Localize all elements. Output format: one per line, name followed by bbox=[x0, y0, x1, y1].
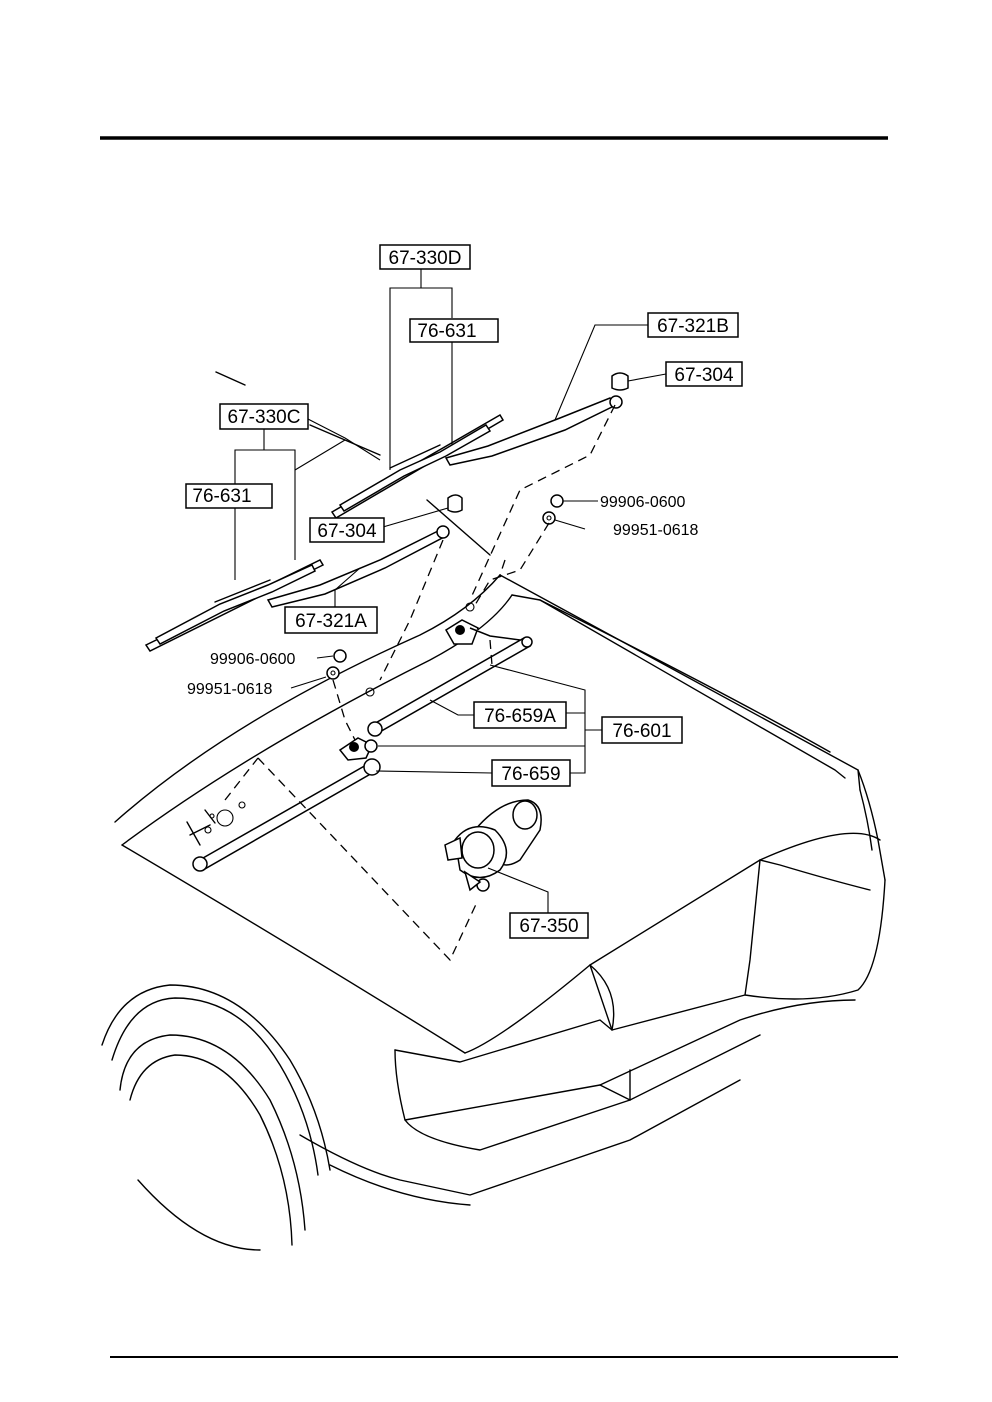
part-number: 67-321B bbox=[657, 316, 729, 337]
part-number: 67-304 bbox=[674, 365, 734, 386]
label-67-304-driver: 67-304 bbox=[309, 517, 385, 543]
label-99906-0600-pass: 99906-0600 bbox=[600, 494, 686, 511]
label-76-601: 76-601 bbox=[601, 716, 683, 744]
part-number: 67-330D bbox=[389, 248, 462, 269]
label-99906-0600-driver: 99906-0600 bbox=[210, 651, 296, 668]
leader-decor-2 bbox=[426, 499, 491, 556]
hardware-nuts bbox=[326, 494, 564, 680]
car-body bbox=[101, 574, 886, 1251]
wiper-blade-driver bbox=[144, 559, 325, 652]
part-number: 76-631 bbox=[192, 486, 251, 507]
part-number: 67-330C bbox=[228, 407, 301, 428]
part-number: 67-304 bbox=[317, 521, 377, 542]
label-67-304-pass: 67-304 bbox=[665, 361, 743, 387]
label-67-350: 67-350 bbox=[509, 912, 589, 939]
part-number: 76-631 bbox=[417, 321, 476, 342]
label-76-659: 76-659 bbox=[491, 759, 571, 787]
label-67-321A: 67-321A bbox=[284, 606, 378, 634]
wiper-blade-passenger bbox=[330, 413, 505, 520]
wiper-arm-driver bbox=[266, 494, 463, 608]
wiper-linkage bbox=[192, 602, 533, 872]
part-number: 67-321A bbox=[295, 611, 367, 632]
label-99951-0618-driver: 99951-0618 bbox=[187, 681, 273, 698]
label-76-631-pass: 76-631 bbox=[409, 318, 499, 343]
label-76-631-driver: 76-631 bbox=[185, 483, 273, 509]
leader-decor bbox=[215, 371, 246, 386]
part-number: 76-659 bbox=[501, 764, 560, 785]
wiper-arm-passenger bbox=[444, 372, 629, 466]
label-76-659A: 76-659A bbox=[473, 701, 567, 729]
label-67-321B: 67-321B bbox=[647, 312, 739, 338]
label-99951-0618-pass: 99951-0618 bbox=[613, 522, 699, 539]
part-number: 76-601 bbox=[612, 721, 671, 742]
part-number: 67-350 bbox=[519, 916, 578, 937]
part-number: 76-659A bbox=[484, 706, 556, 727]
leader-lines bbox=[234, 268, 667, 913]
label-67-330C: 67-330C bbox=[219, 403, 309, 430]
wiper-motor bbox=[444, 799, 542, 892]
label-67-330D: 67-330D bbox=[379, 244, 471, 270]
assembly-lines bbox=[224, 404, 616, 962]
